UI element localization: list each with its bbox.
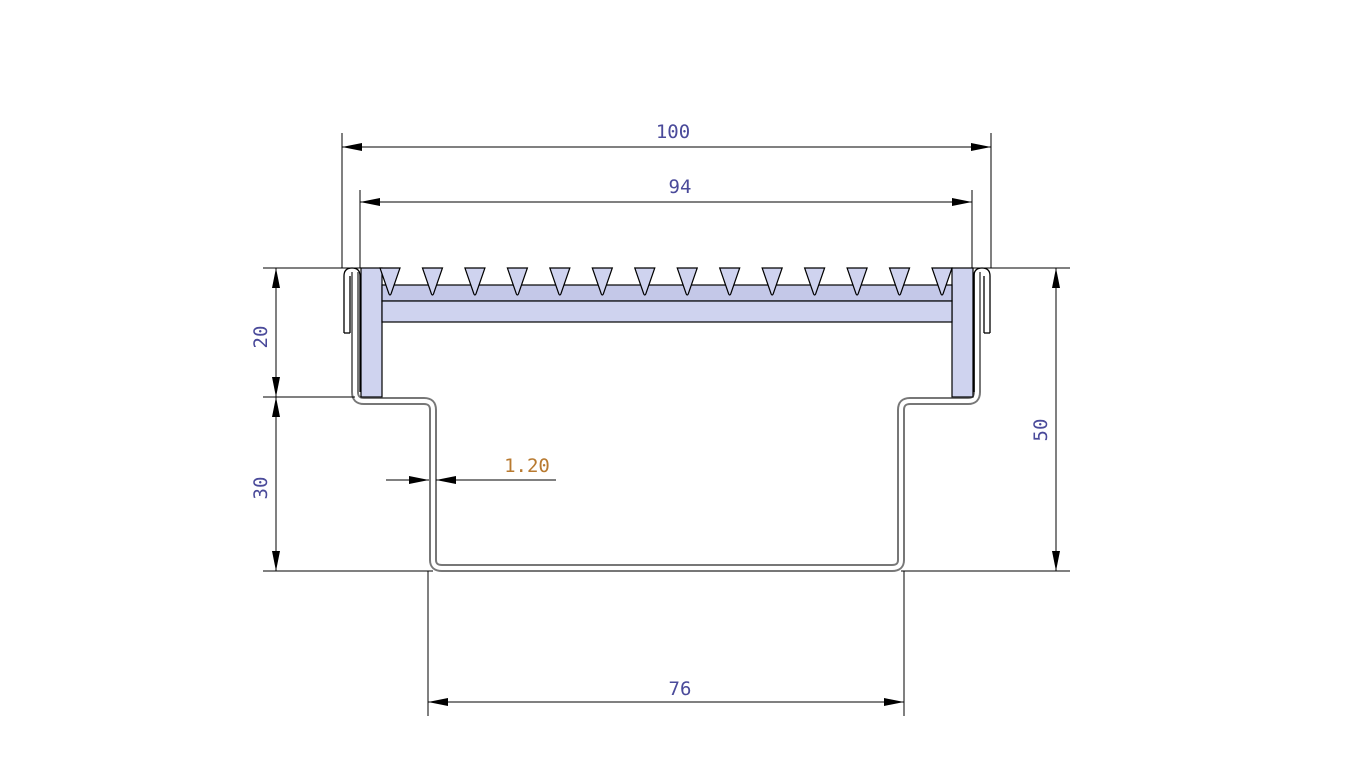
dim-thickness: 1.20 <box>504 455 550 477</box>
grating-tooth <box>803 267 826 296</box>
grating-top-bar <box>381 284 953 302</box>
dim-channel-width: 76 <box>669 678 692 700</box>
dim-upper-height: 20 <box>250 326 272 349</box>
dim-overall-width: 100 <box>656 121 690 143</box>
grating-lower-bar <box>381 300 953 323</box>
dim-lower-height: 30 <box>250 477 272 500</box>
grating-frame-right <box>951 267 974 398</box>
dim-grating-width: 94 <box>669 176 692 198</box>
grating-tooth <box>931 267 953 296</box>
extension-lines <box>263 133 1070 716</box>
grating-tooth <box>761 267 783 296</box>
grating-tooth <box>888 267 911 296</box>
grating-frame-left <box>360 267 383 398</box>
grating-tooth <box>549 267 571 296</box>
grating-tooth <box>676 267 699 296</box>
grating-tooth <box>379 267 401 296</box>
dim-total-height: 50 <box>1030 419 1052 442</box>
grating-tooth <box>421 267 444 296</box>
grating-tooth <box>464 267 486 296</box>
grating-tooth <box>591 267 614 296</box>
grating-tooth <box>506 267 529 296</box>
grating-tooth <box>718 267 741 296</box>
grating <box>360 267 974 398</box>
grating-tooth <box>633 267 656 296</box>
grating-tooth <box>846 267 868 296</box>
